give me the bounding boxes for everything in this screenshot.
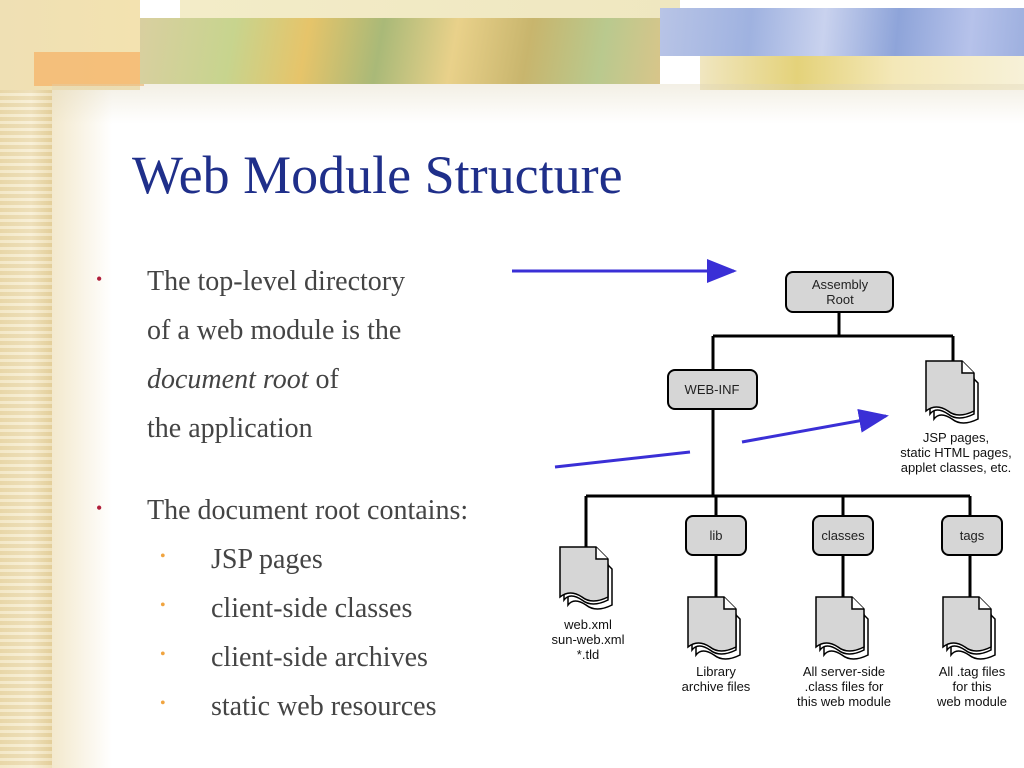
top-decorative-banner	[0, 0, 1024, 90]
bullet-marker: •	[96, 498, 103, 518]
caption-library: Library archive files	[682, 664, 751, 694]
bullet-line: document root of	[147, 366, 339, 394]
caption-line: .class files for	[805, 679, 884, 694]
caption-line: sun-web.xml	[552, 632, 625, 647]
node-label: lib	[709, 528, 722, 543]
node-assembly-root: Assembly Root	[785, 271, 894, 313]
caption-line: for this	[952, 679, 992, 694]
node-label: WEB-INF	[685, 382, 740, 397]
caption-line: static HTML pages,	[900, 445, 1012, 460]
pointer-arrow-contents	[741, 408, 889, 444]
bullet-line: The document root contains:	[147, 495, 469, 526]
node-classes: classes	[812, 515, 874, 556]
sub-bullet-item: client-side archives	[211, 642, 428, 673]
banner-shadow	[52, 84, 1024, 124]
sub-bullet-marker: •	[160, 695, 166, 712]
caption-jsp-pages: JSP pages, static HTML pages, applet cla…	[900, 430, 1012, 475]
bullet-line: of a web module is the	[147, 315, 402, 346]
caption-line: JSP pages,	[923, 430, 989, 445]
node-web-inf: WEB-INF	[667, 369, 758, 410]
node-label: tags	[960, 528, 985, 543]
sub-bullet-marker: •	[160, 597, 166, 614]
caption-classes: All server-side .class files for this we…	[797, 664, 891, 709]
node-label: Assembly	[812, 277, 869, 292]
caption-line: *.tld	[577, 647, 599, 662]
node-tags: tags	[941, 515, 1003, 556]
caption-line: All .tag files	[939, 664, 1006, 679]
left-border-fade	[52, 0, 112, 768]
caption-tags: All .tag files for this web module	[936, 664, 1007, 709]
file-stack-icon	[687, 596, 741, 660]
sub-bullet-item: JSP pages	[211, 544, 323, 575]
caption-line: web module	[936, 694, 1007, 709]
tree-connectors	[584, 312, 972, 598]
file-stack-icon	[559, 546, 613, 610]
sub-bullet-marker: •	[160, 548, 166, 565]
bullet-line: the application	[147, 413, 313, 444]
file-stack-icon	[925, 360, 979, 424]
slide-title: Web Module Structure	[132, 145, 623, 205]
node-label: Root	[826, 292, 854, 307]
node-lib: lib	[685, 515, 747, 556]
left-parchment-border	[0, 0, 52, 768]
caption-line: All server-side	[803, 664, 885, 679]
sub-bullet-marker: •	[160, 646, 166, 663]
file-stack-icon	[815, 596, 869, 660]
emphasis-text: document root	[147, 364, 309, 395]
sub-bullet-item: static web resources	[211, 691, 437, 722]
caption-line: applet classes, etc.	[901, 460, 1012, 475]
sub-bullet-item: client-side classes	[211, 593, 413, 624]
node-label: classes	[821, 528, 865, 543]
caption-deployment-descriptors: web.xml sun-web.xml *.tld	[552, 617, 625, 662]
caption-line: web.xml	[563, 617, 612, 632]
caption-line: Library	[696, 664, 736, 679]
pointer-line-contents	[554, 450, 691, 469]
caption-line: this web module	[797, 694, 891, 709]
bullet-marker: •	[96, 269, 103, 289]
bullet-line: The top-level directory	[147, 266, 406, 297]
bullet-line-rest: of	[308, 364, 339, 395]
file-stack-icon	[942, 596, 996, 660]
caption-line: archive files	[682, 679, 751, 694]
